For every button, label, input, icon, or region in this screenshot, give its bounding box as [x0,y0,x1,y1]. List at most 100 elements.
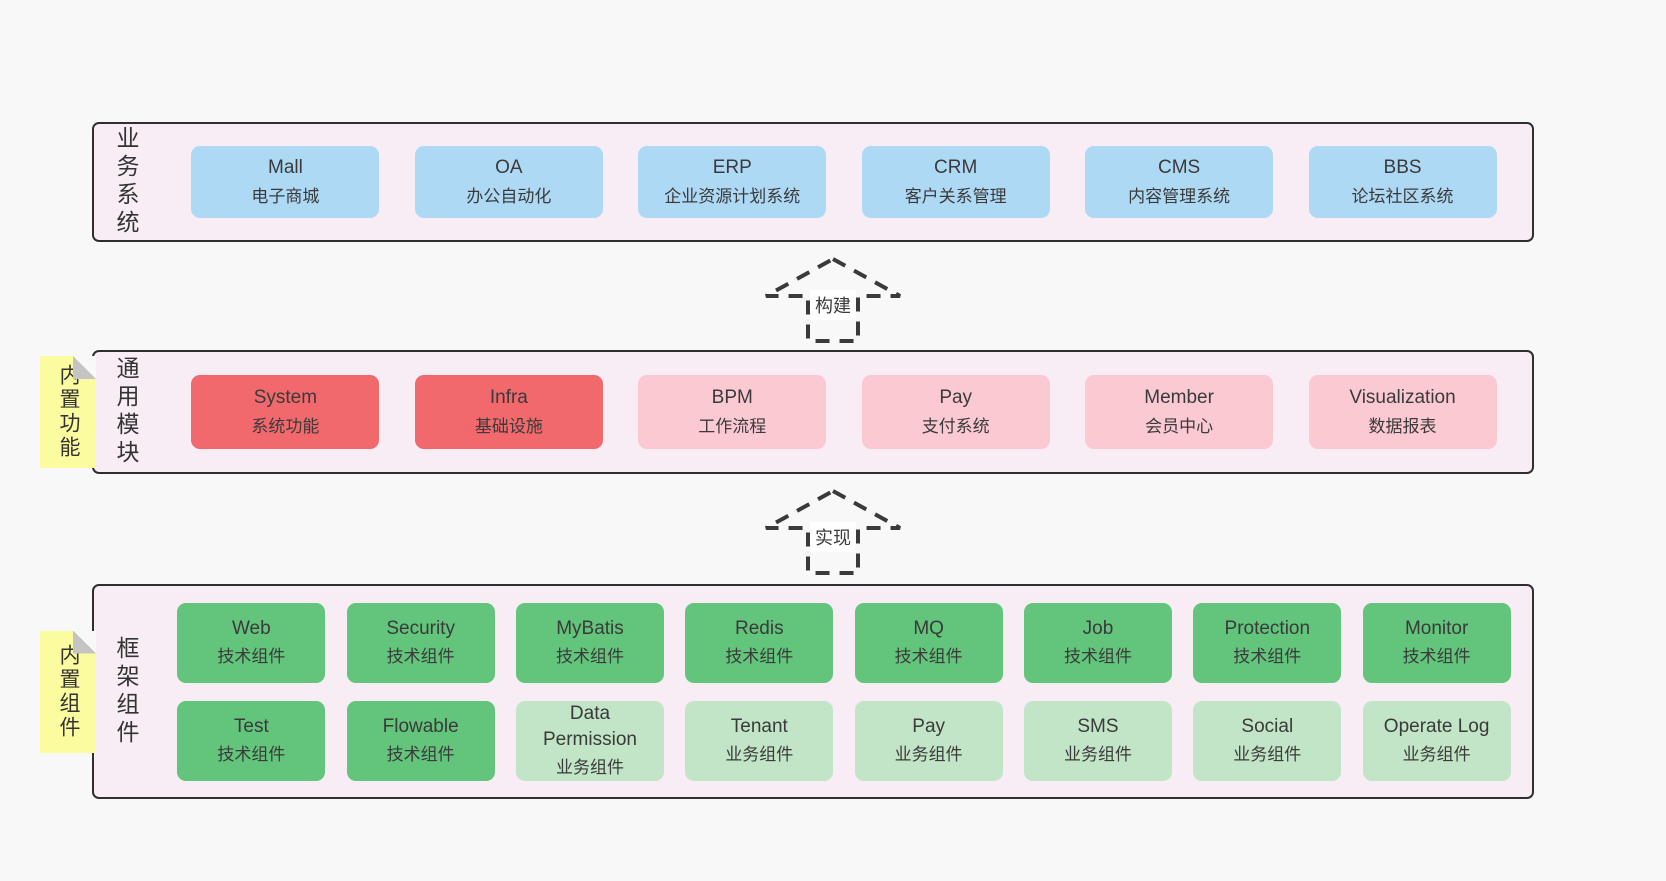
module-title: ERP [712,157,752,179]
band-content-common-modules: System 系统功能 Infra 基础设施 BPM 工作流程 Pay 支付系统… [156,352,1532,472]
component-title: Social [1241,716,1294,738]
sticky-note-built-in-features: 内置功能 [40,356,96,468]
module-title: Visualization [1349,387,1456,409]
module-title: Infra [489,387,528,409]
module-box-pay: Pay 支付系统 [861,375,1050,449]
module-title: CRM [934,157,978,179]
up-arrow-icon: 实现 [765,488,901,575]
module-subtitle: 电子商城 [251,186,320,206]
module-box-member: Member 会员中心 [1085,375,1274,449]
band-content-framework-components: Web 技术组件 Security 技术组件 MyBatis 技术组件 Redi… [156,586,1532,797]
folded-corner-icon [73,631,96,654]
component-box-social: Social 业务组件 [1193,700,1342,781]
component-subtitle: 技术组件 [725,646,794,666]
component-box-data-permission: Data Permission 业务组件 [515,700,664,781]
component-title: MQ [913,618,944,640]
build-arrow: 构建 [0,256,1666,344]
module-title: BBS [1383,157,1422,179]
component-subtitle: 技术组件 [1063,646,1132,666]
sticky-note-label: 内置组件 [57,643,80,740]
component-box-web: Web 技术组件 [177,602,326,683]
component-subtitle: 业务组件 [1063,744,1132,764]
module-box-visualization: Visualization 数据报表 [1308,375,1497,449]
module-subtitle: 支付系统 [921,416,990,436]
component-title: Job [1082,618,1114,640]
component-row-2: Test 技术组件 Flowable 技术组件 Data Permission … [156,700,1532,781]
arrow-label: 构建 [815,296,851,316]
up-arrow-icon: 构建 [765,256,901,343]
module-subtitle: 论坛社区系统 [1351,186,1454,206]
module-subtitle: 内容管理系统 [1128,186,1231,206]
band-common-modules: 内置功能 通用模块 System 系统功能 Infra 基础设施 BPM 工作流… [40,350,1534,474]
component-subtitle: 业务组件 [725,744,794,764]
component-title: Web [231,618,271,640]
component-subtitle: 技术组件 [894,646,963,666]
component-box-tenant: Tenant 业务组件 [685,700,834,781]
band-label-common-modules: 通用模块 [113,356,139,468]
component-subtitle: 业务组件 [555,757,624,777]
component-box-job: Job 技术组件 [1023,602,1172,683]
module-title: OA [495,157,523,179]
component-subtitle: 技术组件 [217,646,286,666]
component-subtitle: 技术组件 [217,744,286,764]
module-subtitle: 数据报表 [1368,416,1437,436]
component-title: SMS [1077,716,1119,738]
component-subtitle: 业务组件 [1233,744,1302,764]
component-subtitle: 技术组件 [386,646,455,666]
component-title: Pay [912,716,946,738]
band-content-business-systems: Mall 电子商城 OA 办公自动化 ERP 企业资源计划系统 CRM 客户关系… [156,124,1532,240]
module-subtitle: 系统功能 [251,416,320,436]
component-title: Redis [735,618,784,640]
band-framework-components: 内置组件 框架组件 Web 技术组件 Security 技术组件 MyBatis… [40,584,1534,799]
module-title: CMS [1157,157,1201,179]
module-title: System [253,387,318,409]
band-label-business-systems: 业务系统 [113,126,139,238]
module-title: Pay [939,387,973,409]
band-business-systems: 业务系统 Mall 电子商城 OA 办公自动化 ERP 企业资源计划系统 CRM… [92,122,1534,242]
component-title: Operate Log [1383,716,1490,738]
implement-arrow: 实现 [0,488,1666,576]
component-box-test: Test 技术组件 [177,700,326,781]
arrow-label-background [810,290,856,320]
component-title: Monitor [1404,618,1469,640]
module-title: Member [1144,387,1214,409]
component-box-flowable: Flowable 技术组件 [346,700,495,781]
component-box-security: Security 技术组件 [346,602,495,683]
component-row-1: Web 技术组件 Security 技术组件 MyBatis 技术组件 Redi… [156,602,1532,683]
component-title: MyBatis [556,618,624,640]
module-box-crm: CRM 客户关系管理 [861,146,1050,218]
component-title: Flowable [382,716,459,738]
component-subtitle: 技术组件 [1233,646,1302,666]
module-box-cms: CMS 内容管理系统 [1085,146,1274,218]
component-title: Protection [1224,618,1311,640]
component-subtitle: 技术组件 [386,744,455,764]
module-box-infra: Infra 基础设施 [414,375,603,449]
module-subtitle: 办公自动化 [466,186,552,206]
module-subtitle: 基础设施 [474,416,543,436]
component-title: Data Permission [542,703,637,751]
module-box-bbs: BBS 论坛社区系统 [1308,146,1497,218]
component-box-mybatis: MyBatis 技术组件 [515,602,664,683]
module-box-system: System 系统功能 [191,375,380,449]
component-box-mq: MQ 技术组件 [854,602,1003,683]
module-subtitle: 客户关系管理 [904,186,1007,206]
folded-corner-icon [73,356,96,379]
component-title: Tenant [730,716,788,738]
component-title: Security [386,618,455,640]
module-box-bpm: BPM 工作流程 [638,375,827,449]
component-subtitle: 技术组件 [555,646,624,666]
component-subtitle: 业务组件 [1402,744,1471,764]
component-box-redis: Redis 技术组件 [685,602,834,683]
module-subtitle: 企业资源计划系统 [664,186,801,206]
module-box-erp: ERP 企业资源计划系统 [638,146,827,218]
module-title: BPM [711,387,753,409]
component-box-monitor: Monitor 技术组件 [1362,602,1511,683]
arrow-label-background [810,522,856,552]
module-subtitle: 会员中心 [1145,416,1214,436]
component-box-protection: Protection 技术组件 [1193,602,1342,683]
component-box-pay: Pay 业务组件 [854,700,1003,781]
component-title: Test [233,716,269,738]
arrow-label: 实现 [815,528,851,548]
sticky-note-label: 内置功能 [57,364,80,460]
component-subtitle: 技术组件 [1402,646,1471,666]
